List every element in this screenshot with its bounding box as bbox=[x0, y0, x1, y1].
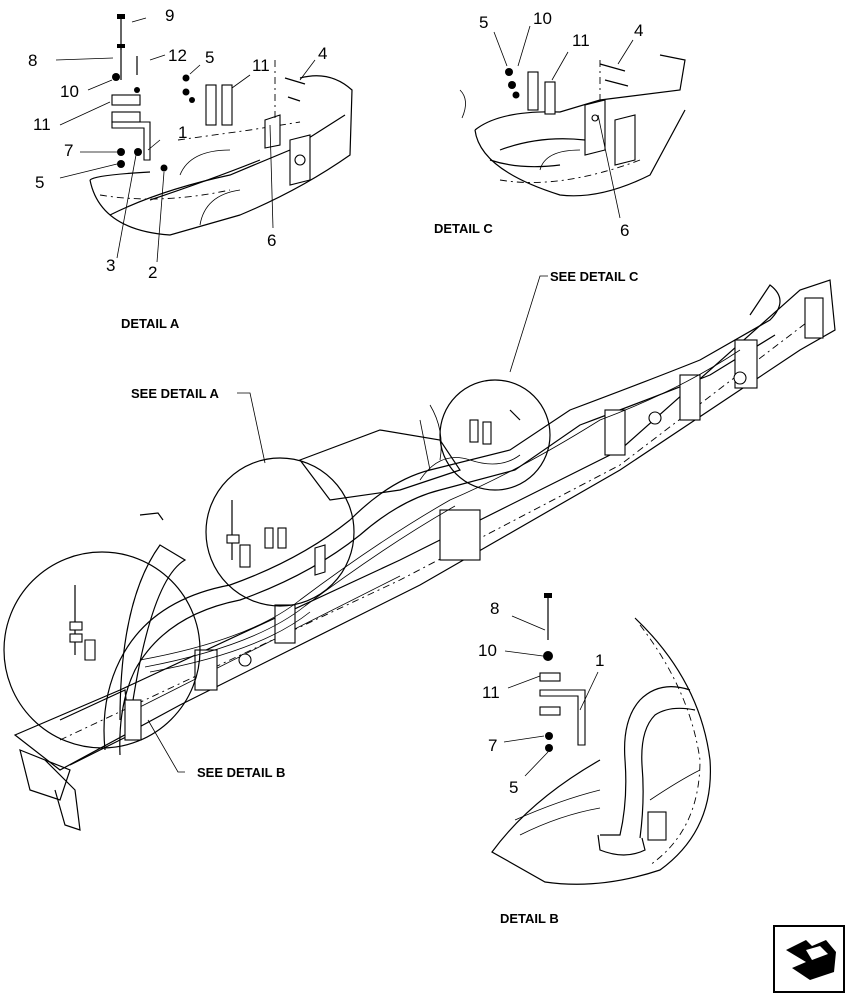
callout-a-5: 5 bbox=[205, 48, 214, 67]
detail-b-circle bbox=[3, 551, 201, 749]
detail-c-callouts: 5 10 11 4 6 bbox=[479, 9, 643, 240]
callout-c-11: 11 bbox=[572, 31, 590, 50]
callout-a-11b: 11 bbox=[33, 115, 51, 134]
detail-c-drawing bbox=[459, 25, 686, 219]
callout-c-5: 5 bbox=[479, 13, 488, 32]
detail-b-callouts: 8 10 1 11 7 5 bbox=[478, 599, 604, 797]
main-assembly-drawing bbox=[3, 275, 836, 831]
see-detail-a-label: SEE DETAIL A bbox=[131, 386, 219, 401]
callout-a-9: 9 bbox=[165, 6, 174, 25]
callout-a-12: 12 bbox=[168, 46, 187, 65]
callout-c-10: 10 bbox=[533, 9, 552, 28]
detail-b-caption: DETAIL B bbox=[500, 911, 559, 926]
callout-b-10: 10 bbox=[478, 641, 497, 660]
callout-b-1: 1 bbox=[595, 651, 604, 670]
detail-b-drawing bbox=[491, 593, 712, 885]
callout-c-4: 4 bbox=[634, 21, 643, 40]
see-detail-b-label: SEE DETAIL B bbox=[197, 765, 285, 780]
detail-c-caption: DETAIL C bbox=[434, 221, 493, 236]
callout-a-7: 7 bbox=[64, 141, 73, 160]
see-detail-c-label: SEE DETAIL C bbox=[550, 269, 639, 284]
callout-a-5b: 5 bbox=[35, 173, 44, 192]
callout-c-6: 6 bbox=[620, 221, 629, 240]
callout-b-7: 7 bbox=[488, 736, 497, 755]
callout-a-8: 8 bbox=[28, 51, 37, 70]
detail-a-caption: DETAIL A bbox=[121, 316, 180, 331]
callout-a-3: 3 bbox=[106, 256, 115, 275]
callout-a-4: 4 bbox=[318, 44, 327, 63]
callout-b-8: 8 bbox=[490, 599, 499, 618]
callout-a-11: 11 bbox=[252, 56, 270, 75]
arrow-corner-icon[interactable] bbox=[773, 925, 845, 993]
callout-a-1: 1 bbox=[178, 123, 187, 142]
detail-a-callouts: 9 8 12 10 5 11 4 11 1 7 5 3 2 6 bbox=[28, 6, 327, 282]
callout-a-6: 6 bbox=[267, 231, 276, 250]
callout-a-2: 2 bbox=[148, 263, 157, 282]
callout-b-5: 5 bbox=[509, 778, 518, 797]
detail-a-drawing bbox=[55, 14, 353, 263]
detail-c-circle bbox=[439, 379, 551, 491]
callout-b-11: 11 bbox=[482, 683, 500, 702]
detail-a-circle bbox=[205, 457, 355, 607]
callout-a-10: 10 bbox=[60, 82, 79, 101]
